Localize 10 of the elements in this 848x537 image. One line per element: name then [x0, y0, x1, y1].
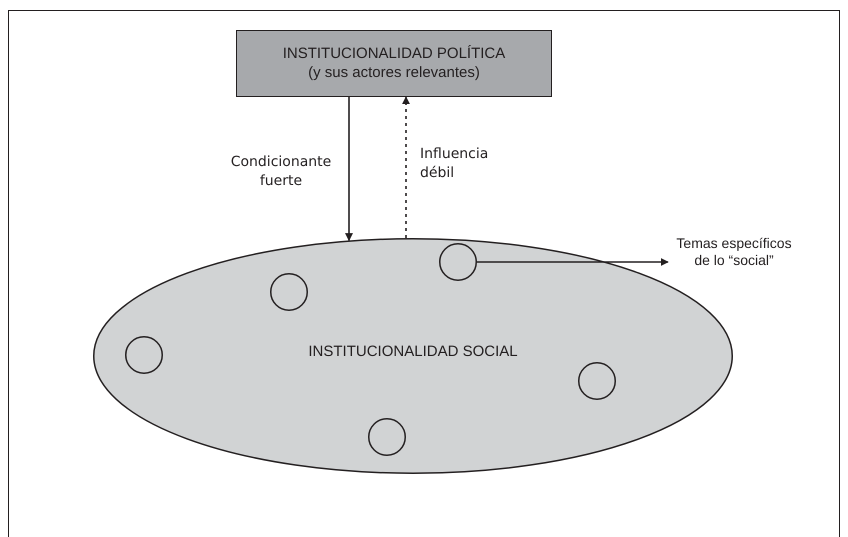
process-box	[236, 30, 552, 97]
edge-label: Influencia débil	[420, 145, 490, 183]
node-text: Temas específicos de lo “social”	[675, 234, 793, 270]
arrow	[402, 96, 410, 238]
box-subtitle: (y sus actores relevantes)	[308, 64, 480, 82]
arrow	[345, 97, 353, 242]
edge-label: Condicionante fuerte	[230, 153, 332, 191]
arrow	[477, 258, 669, 266]
box-title: INSTITUCIONALIDAD POLÍTICA	[282, 44, 506, 64]
region-label: INSTITUCIONALIDAD SOCIAL	[307, 343, 519, 360]
